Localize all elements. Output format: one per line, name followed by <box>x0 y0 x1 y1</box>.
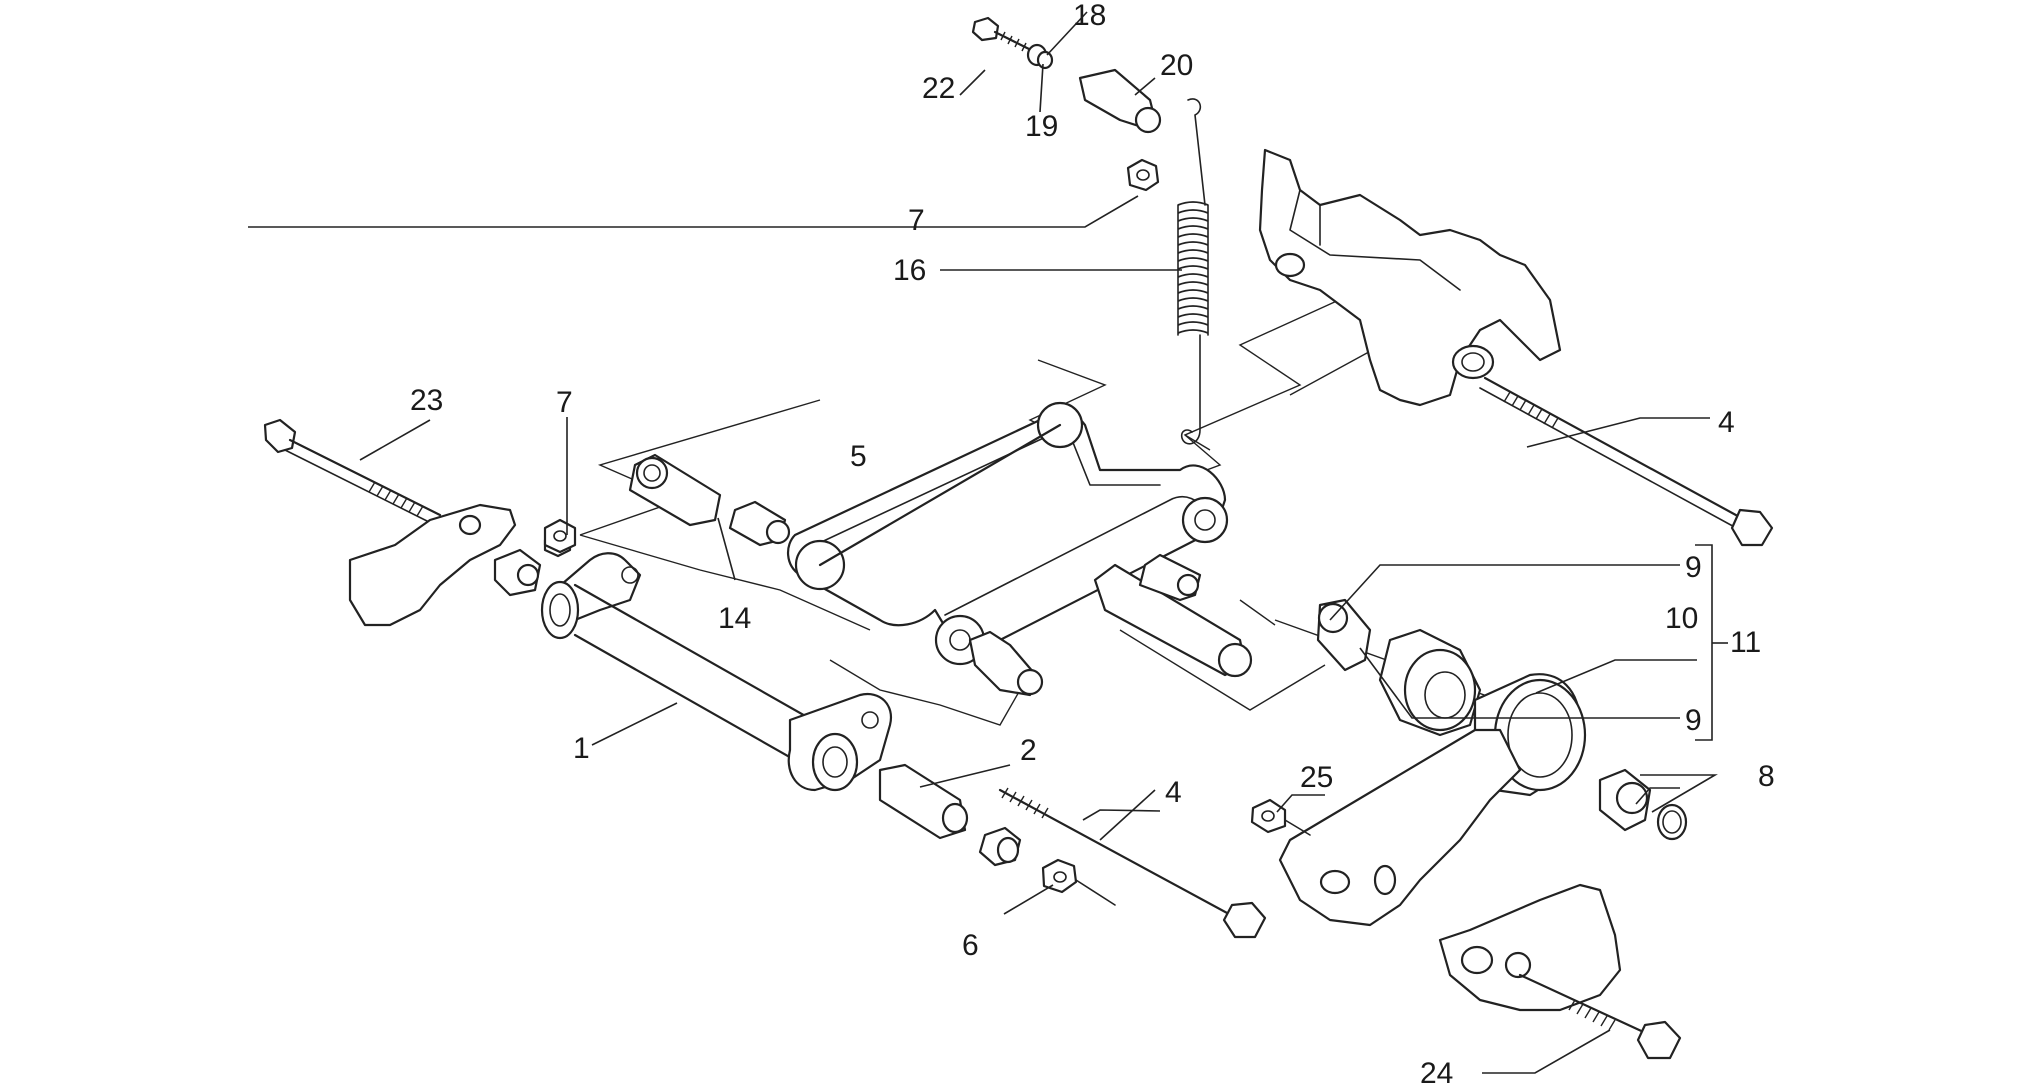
callout-4-lower: 4 <box>1165 776 1182 809</box>
callout-7-left: 7 <box>556 386 573 419</box>
upper-frame-bracket <box>1258 148 1562 407</box>
callout-9-lower: 9 <box>1685 704 1702 737</box>
callout-1: 1 <box>573 732 590 765</box>
callout-8: 8 <box>1758 760 1775 793</box>
callout-20: 20 <box>1160 49 1193 82</box>
callout-23: 23 <box>410 384 443 417</box>
nut-7-upper <box>1126 158 1160 192</box>
callout-14: 14 <box>718 602 751 635</box>
small-bolt-group-top <box>971 16 1162 134</box>
spring-16 <box>1177 98 1209 445</box>
nut-25 <box>1250 798 1311 836</box>
lower-right-plate <box>1278 728 1622 1012</box>
lower-rod-group <box>878 763 1267 939</box>
callout-labels: 1 2 4 4 5 6 7 7 8 9 9 10 11 14 16 18 19 … <box>410 0 1775 1085</box>
callout-24: 24 <box>1420 1057 1453 1085</box>
callout-6: 6 <box>962 929 979 962</box>
left-bracket-group <box>263 418 572 627</box>
callout-4-upper: 4 <box>1718 406 1735 439</box>
leader-lines <box>248 11 1718 1074</box>
nut-7-left <box>543 518 577 554</box>
callout-9-upper: 9 <box>1685 551 1702 584</box>
callout-10: 10 <box>1665 602 1698 635</box>
bolt-4-upper <box>1479 376 1774 547</box>
bolt-24 <box>1518 973 1682 1060</box>
bushings-14 <box>628 453 1044 697</box>
callout-2: 2 <box>1020 734 1037 767</box>
callout-11: 11 <box>1730 626 1761 659</box>
bracket-11 <box>1695 544 1728 741</box>
callout-7-upper: 7 <box>908 204 925 237</box>
callout-22: 22 <box>922 72 955 105</box>
callout-16: 16 <box>893 254 926 287</box>
callout-5: 5 <box>850 440 867 473</box>
callout-19: 19 <box>1025 110 1058 143</box>
left-shaft-1 <box>540 552 893 792</box>
callout-18: 18 <box>1073 0 1106 32</box>
callout-25: 25 <box>1300 761 1333 794</box>
